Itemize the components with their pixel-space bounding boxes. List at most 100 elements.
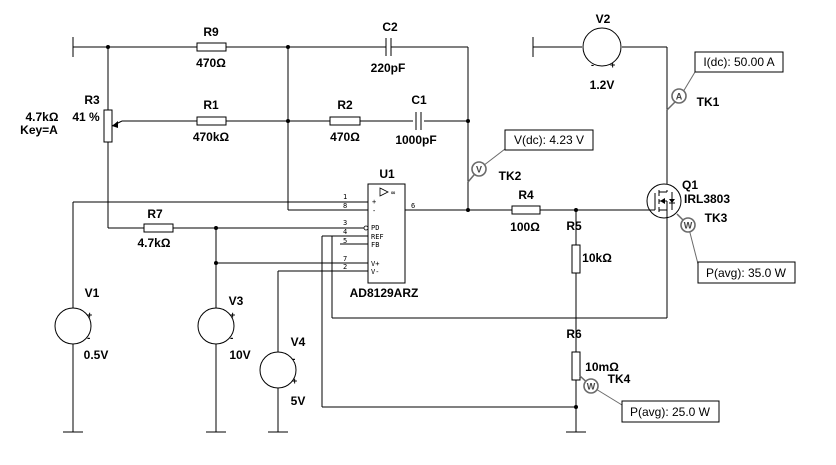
v1-minus: - xyxy=(87,333,90,344)
u1-fb-label: FB xyxy=(371,241,379,249)
r7-name: R7 xyxy=(147,207,163,221)
u1-plus-label: + xyxy=(372,198,376,206)
v4-plus: + xyxy=(292,376,297,386)
v2-plus: + xyxy=(610,60,615,70)
tk4-reading: P(avg): 25.0 W xyxy=(630,405,711,419)
r9-value: 470Ω xyxy=(196,56,226,70)
capacitor-c2[interactable]: C2 220pF xyxy=(371,20,406,75)
tk2-reading-box xyxy=(504,129,594,151)
u1-vplus-label: V+ xyxy=(371,260,379,268)
q1-part: IRL3803 xyxy=(684,192,730,206)
wattmeter-probe-icon xyxy=(680,217,696,233)
capacitor-c1[interactable]: C1 1000pF xyxy=(395,93,436,147)
u1-minus-label: - xyxy=(372,207,376,215)
ammeter-probe-icon xyxy=(671,88,687,104)
u1-pin-7: 7 xyxy=(343,255,347,263)
u1-pin-1: 1 xyxy=(343,193,347,201)
r6-name: R6 xyxy=(566,327,582,341)
r2-name: R2 xyxy=(337,98,353,112)
tk3-tag: TK3 xyxy=(705,211,728,225)
c2-value: 220pF xyxy=(371,61,406,75)
r2-value: 470Ω xyxy=(330,130,360,144)
u1-pin-3: 3 xyxy=(343,219,347,227)
voltage-source-v4[interactable]: - + V4 5V xyxy=(259,335,306,408)
v4-name: V4 xyxy=(291,335,306,349)
u1-pin-2: 2 xyxy=(343,263,347,271)
tk2-tag: TK2 xyxy=(499,169,522,183)
r3-name: R3 xyxy=(84,93,100,107)
resistor-r6[interactable]: R6 10mΩ xyxy=(566,327,619,381)
u1-vminus-label: V- xyxy=(371,268,379,276)
r5-value: 10kΩ xyxy=(582,251,612,265)
r6-value: 10mΩ xyxy=(585,360,619,374)
r3-value: 4.7kΩ xyxy=(26,110,59,124)
r1-name: R1 xyxy=(203,98,219,112)
u1-inf-symbol: ∞ xyxy=(391,189,395,197)
probe-tk2[interactable]: V V(dc): 4.23 V TK2 xyxy=(467,129,594,183)
wattmeter-probe-icon xyxy=(583,378,599,394)
v2-value: 1.2V xyxy=(590,78,615,92)
resistor-r7[interactable]: R7 4.7kΩ xyxy=(138,207,174,250)
potentiometer-r3[interactable]: R3 4.7kΩ 41 % Key=A xyxy=(20,93,123,143)
tk4-reading-box xyxy=(621,400,720,423)
u1-pd-label: PD xyxy=(371,224,379,232)
tk1-reading: I(dc): 50.00 A xyxy=(703,55,774,69)
probe-tk1[interactable]: A I(dc): 50.00 A TK1 xyxy=(666,51,784,111)
wires xyxy=(63,37,668,433)
c2-name: C2 xyxy=(382,20,398,34)
tk1-icon-letter: A xyxy=(676,92,683,102)
tk2-reading: V(dc): 4.23 V xyxy=(514,133,584,147)
u1-pin-8: 8 xyxy=(343,202,347,210)
opamp-u1[interactable]: ∞ U1 AD8129ARZ 1 8 3 4 5 7 2 6 + - PD RE… xyxy=(340,167,418,300)
u1-name: U1 xyxy=(379,167,395,181)
v1-value: 0.5V xyxy=(84,348,109,362)
v2-name: V2 xyxy=(596,12,611,26)
v1-plus: + xyxy=(87,310,92,320)
tk3-icon-letter: W xyxy=(684,221,693,231)
r9-name: R9 xyxy=(203,25,219,39)
tk2-icon-letter: V xyxy=(476,165,482,175)
r5-name: R5 xyxy=(566,219,582,233)
r7-value: 4.7kΩ xyxy=(138,236,171,250)
tk4-icon-letter: W xyxy=(587,382,596,392)
probe-tk3[interactable]: W P(avg): 35.0 W TK3 xyxy=(676,211,796,284)
voltmeter-probe-icon xyxy=(471,161,487,177)
resistor-r9[interactable]: R9 470Ω xyxy=(196,25,227,70)
voltage-source-v1[interactable]: + - V1 0.5V xyxy=(54,286,109,362)
r3-percent: 41 % xyxy=(72,110,100,124)
r4-name: R4 xyxy=(518,188,534,202)
junction-dots xyxy=(106,45,578,409)
v1-name: V1 xyxy=(85,286,100,300)
v4-value: 5V xyxy=(291,394,306,408)
voltage-source-v2[interactable]: - + V2 1.2V xyxy=(582,12,622,92)
voltage-source-v3[interactable]: + - V3 10V xyxy=(197,294,251,362)
tk3-reading: P(avg): 35.0 W xyxy=(706,266,787,280)
c1-name: C1 xyxy=(411,93,427,107)
tk1-reading-box xyxy=(694,51,784,73)
r3-key: Key=A xyxy=(20,123,58,137)
v3-plus: + xyxy=(230,310,235,320)
q1-name: Q1 xyxy=(682,178,698,192)
probe-tk4[interactable]: W P(avg): 25.0 W TK4 xyxy=(579,372,720,423)
tk3-reading-box xyxy=(697,261,796,284)
resistor-r1[interactable]: R1 470kΩ xyxy=(193,98,230,144)
resistor-r5[interactable]: R5 10kΩ xyxy=(566,219,612,274)
v4-minus: - xyxy=(292,354,295,365)
v2-minus: - xyxy=(591,60,594,70)
r1-value: 470kΩ xyxy=(193,130,230,144)
resistor-r4[interactable]: R4 100Ω xyxy=(510,188,541,234)
v3-name: V3 xyxy=(229,294,244,308)
u1-part: AD8129ARZ xyxy=(350,286,419,300)
r4-value: 100Ω xyxy=(510,220,540,234)
u1-ref-label: REF xyxy=(371,233,384,241)
u1-pin-4: 4 xyxy=(343,228,347,236)
tk1-tag: TK1 xyxy=(697,95,720,109)
v3-minus: - xyxy=(230,333,233,344)
resistor-r2[interactable]: R2 470Ω xyxy=(329,98,361,144)
v3-value: 10V xyxy=(229,348,250,362)
c1-value: 1000pF xyxy=(395,133,436,147)
mosfet-q1[interactable]: Q1 IRL3803 xyxy=(646,178,730,230)
u1-pin-5: 5 xyxy=(343,237,347,245)
u1-pin-6: 6 xyxy=(411,202,415,210)
